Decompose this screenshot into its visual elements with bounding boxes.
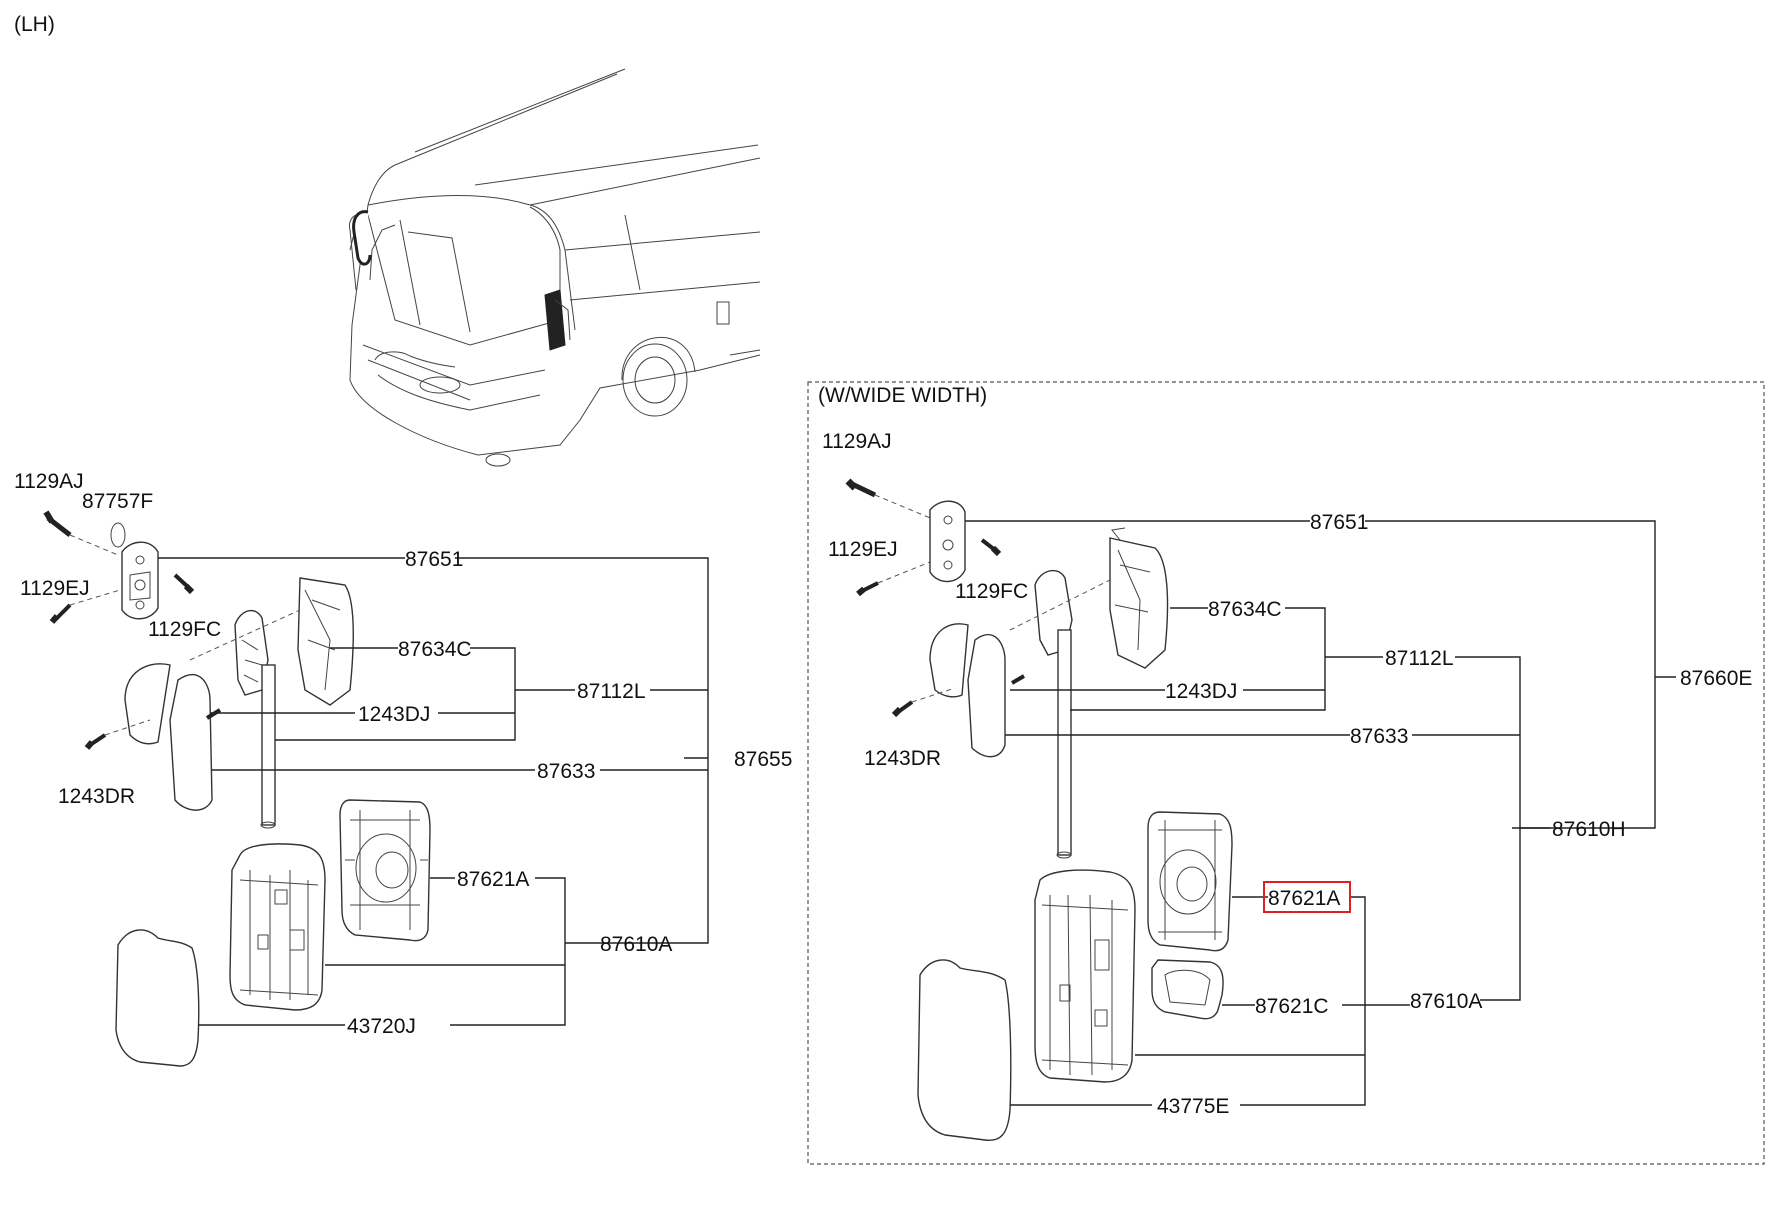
label-1129fc-left: 1129FC	[148, 618, 221, 641]
label-1129ej-right: 1129EJ	[828, 538, 898, 561]
mirror-glass-holder	[339, 799, 431, 942]
label-87610a-left: 87610A	[600, 933, 672, 956]
screw-icon	[205, 708, 222, 720]
label-87610h-right: 87610H	[1552, 818, 1626, 841]
bus-illustration	[349, 68, 761, 467]
screw-icon	[1010, 674, 1026, 685]
screw-icon	[856, 581, 879, 597]
right-assembly	[845, 478, 1676, 1142]
screw-icon	[84, 733, 107, 750]
label-87660e-right: 87660E	[1680, 667, 1752, 690]
label-1129aj-left: 1129AJ	[14, 470, 84, 493]
mirror-arm-pole	[261, 664, 276, 826]
mirror-shell	[115, 929, 200, 1067]
label-43720j-left: 43720J	[347, 1015, 416, 1038]
screw-icon	[173, 573, 195, 595]
label-1243dj-right: 1243DJ	[1165, 680, 1237, 703]
inset-title: (W/WIDE WIDTH)	[818, 384, 987, 407]
screw-icon	[891, 700, 914, 718]
label-1129aj-right: 1129AJ	[822, 430, 892, 453]
label-87621a-left: 87621A	[457, 868, 529, 891]
wide-width-inset-box	[807, 381, 1765, 1165]
screw-icon	[980, 538, 1002, 557]
mirror-glass-holder-small	[1151, 959, 1224, 1020]
label-1129ej-left: 1129EJ	[20, 577, 90, 600]
bus-side-mirror-icon	[352, 210, 571, 351]
mirror-glass-holder	[1147, 811, 1233, 952]
label-43775e-right: 43775E	[1157, 1095, 1229, 1118]
label-87634c-left: 87634C	[398, 638, 472, 661]
label-87655-left: 87655	[734, 748, 792, 771]
bolt-icon	[845, 478, 877, 498]
label-1243dj-left: 1243DJ	[358, 703, 430, 726]
label-87633-right: 87633	[1350, 725, 1408, 748]
mirror-arm	[234, 609, 269, 696]
mirror-housing	[1034, 869, 1136, 1083]
bolt-icon	[43, 510, 72, 537]
mirror-cover	[124, 663, 171, 745]
screw-icon	[49, 603, 72, 624]
label-1243dr-left: 1243DR	[58, 785, 135, 808]
mirror-housing	[229, 843, 326, 1011]
label-1243dr-right: 1243DR	[864, 747, 941, 770]
label-87651-left: 87651	[405, 548, 463, 571]
mirror-cover	[929, 623, 969, 698]
label-87112l-right: 87112L	[1385, 647, 1454, 670]
mirror-shell	[917, 959, 1012, 1142]
o-ring-icon	[110, 522, 126, 548]
highlight-87621a	[1263, 881, 1351, 913]
label-87610a-right: 87610A	[1410, 990, 1482, 1013]
label-87634c-right: 87634C	[1208, 598, 1282, 621]
mirror-arm-pole	[1057, 629, 1072, 856]
left-assembly	[43, 510, 709, 1067]
label-87621a-right[interactable]: 87621A	[1268, 887, 1340, 910]
side-label: (LH)	[14, 13, 55, 36]
mirror-bracket	[929, 500, 966, 583]
label-87633-left: 87633	[537, 760, 595, 783]
label-87757f-left: 87757F	[82, 490, 153, 513]
label-87621c-right: 87621C	[1255, 995, 1329, 1018]
label-87112l-left: 87112L	[577, 680, 646, 703]
label-87651-right: 87651	[1310, 511, 1368, 534]
label-1129fc-right: 1129FC	[955, 580, 1028, 603]
